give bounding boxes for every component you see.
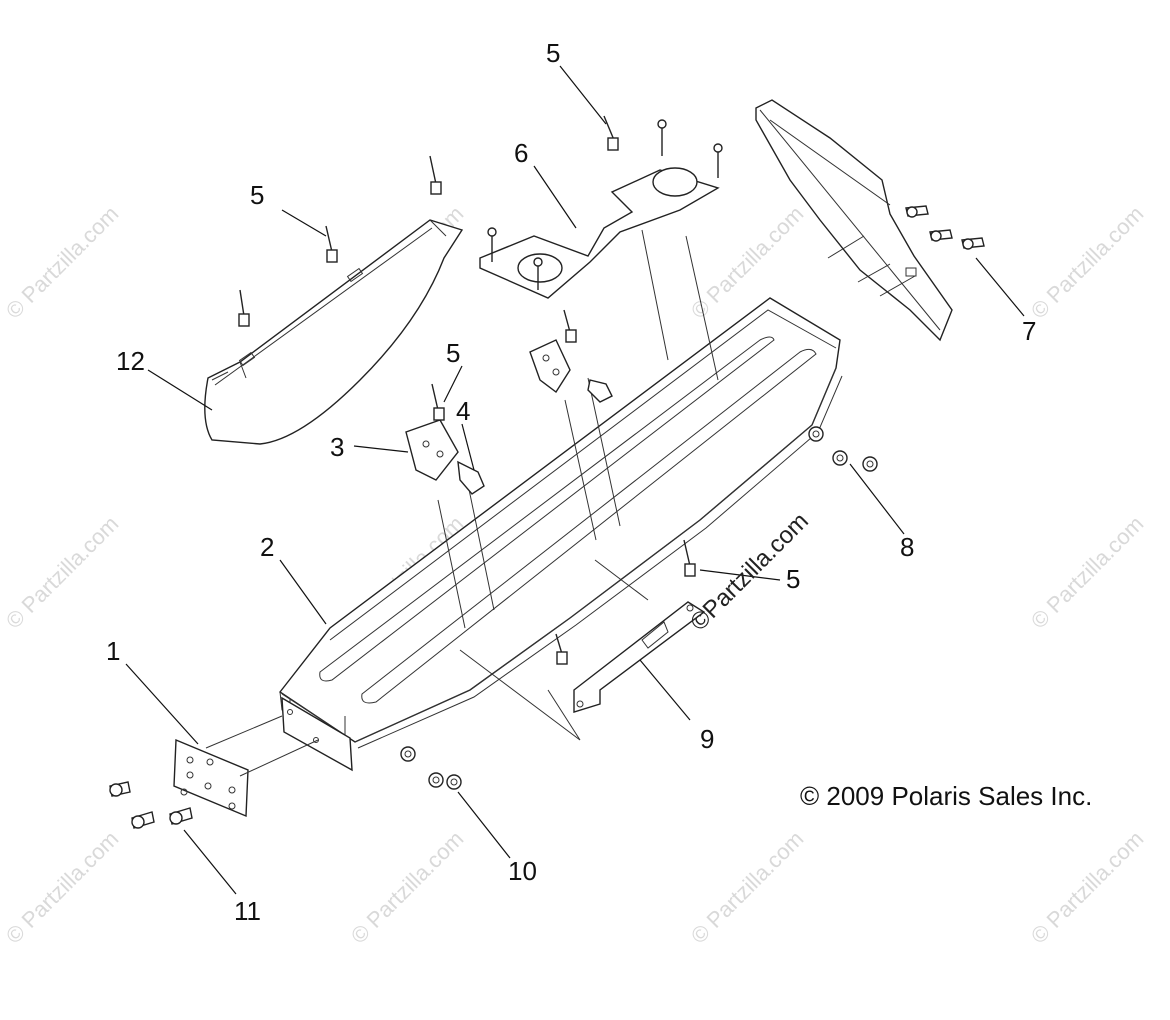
callout-10: 10 xyxy=(508,856,537,886)
leader-lines xyxy=(125,65,1025,895)
watermark-text: © Partzilla.com xyxy=(686,826,809,949)
watermark-text: © Partzilla.com xyxy=(1026,826,1149,949)
part-7-bolts xyxy=(905,205,985,250)
callout-layer: 1 2 3 4 5 5 5 5 6 7 8 9 10 11 12 xyxy=(106,38,1036,926)
copyright-text: © 2009 Polaris Sales Inc. xyxy=(800,781,1092,811)
callout-5-shield: 5 xyxy=(250,180,264,210)
callout-5-clip: 5 xyxy=(446,338,460,368)
part-2-footrest xyxy=(278,229,843,772)
part-6-mount-bracket xyxy=(479,119,723,299)
watermark-text: © Partzilla.com xyxy=(1,826,124,949)
part-5-screws xyxy=(238,115,696,665)
callout-6: 6 xyxy=(514,138,528,168)
part-4-bolt xyxy=(457,379,613,495)
watermark-text: © Partzilla.com xyxy=(1,201,124,324)
part-8-nuts xyxy=(808,426,878,472)
watermark-text: © Partzilla.com xyxy=(686,201,809,324)
part-1-bracket-plate xyxy=(173,715,319,818)
callout-9: 9 xyxy=(700,724,714,754)
watermark-text: © Partzilla.com xyxy=(346,826,469,949)
part-9-strap xyxy=(573,601,706,713)
callout-5-strap: 5 xyxy=(786,564,800,594)
callout-2: 2 xyxy=(260,532,274,562)
callout-4: 4 xyxy=(456,396,470,426)
part-10-nuts xyxy=(400,746,462,790)
part-3-clip xyxy=(405,339,571,481)
watermark-text: © Partzilla.com xyxy=(1,511,124,634)
part-11-bolts xyxy=(109,781,193,829)
part-7-panel xyxy=(755,99,953,342)
callout-7: 7 xyxy=(1022,316,1036,346)
callout-8: 8 xyxy=(900,532,914,562)
callout-3: 3 xyxy=(330,432,344,462)
callout-12: 12 xyxy=(116,346,145,376)
callout-1: 1 xyxy=(106,636,120,666)
watermark-text: © Partzilla.com xyxy=(1026,511,1149,634)
part-12-shield xyxy=(204,219,464,445)
callout-11: 11 xyxy=(234,896,261,926)
callout-5-bracket: 5 xyxy=(546,38,560,68)
watermark-text: © Partzilla.com xyxy=(1026,201,1149,324)
